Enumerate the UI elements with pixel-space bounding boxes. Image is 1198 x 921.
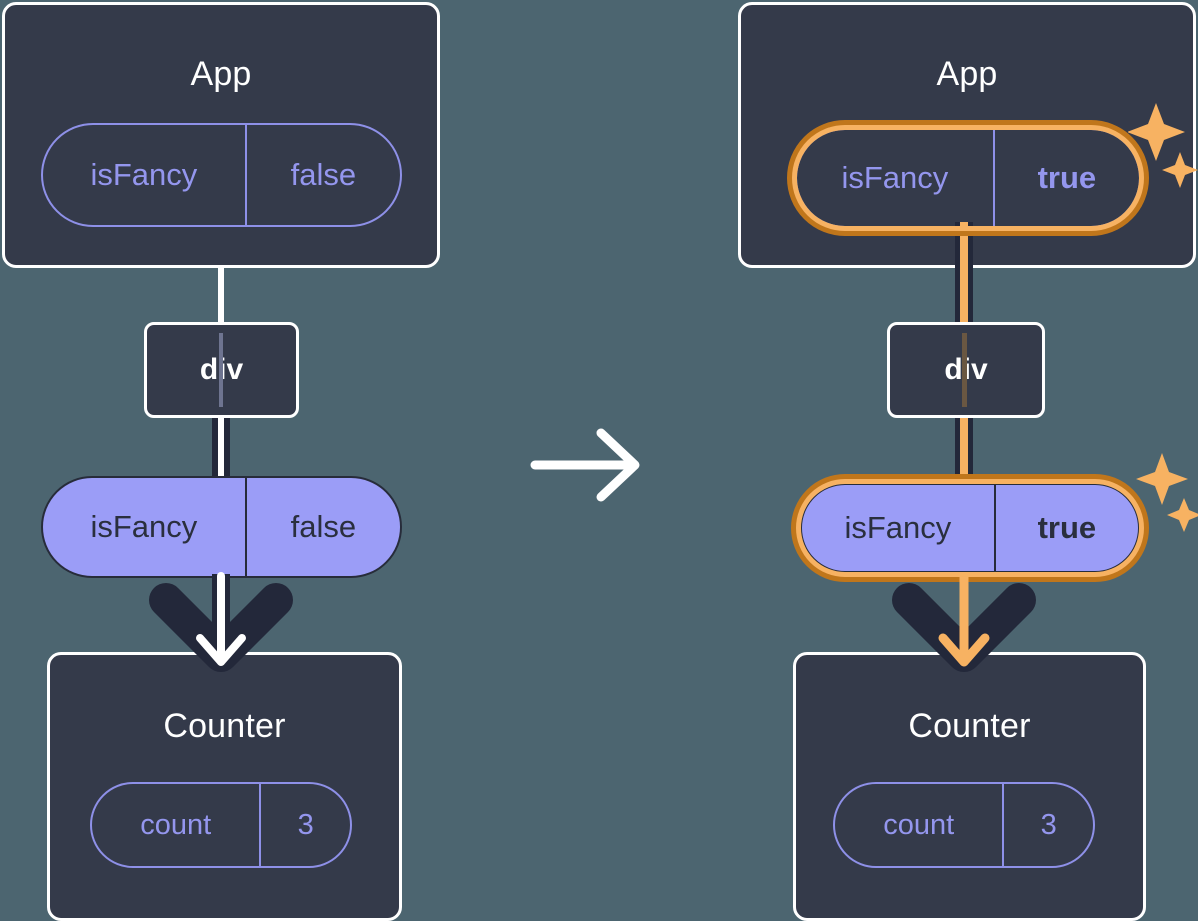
app-title-after: App	[936, 55, 998, 93]
app-state-name-after: isFancy	[797, 130, 995, 226]
counter-state-pill-before: count 3	[90, 782, 352, 868]
app-state-name-before: isFancy	[43, 125, 247, 225]
counter-title-before: Counter	[163, 707, 286, 745]
app-state-value-after: true	[1037, 160, 1097, 195]
prop-name-after: isFancy	[802, 485, 996, 571]
connector-inside-div-after	[962, 333, 967, 407]
prop-name-before: isFancy	[43, 478, 247, 576]
counter-title-after: Counter	[908, 707, 1031, 745]
connector-div-to-prop-amber-after	[960, 415, 968, 493]
connector-app-to-div-amber-after	[960, 222, 968, 332]
app-state-value-before: false	[290, 157, 357, 192]
transition-arrow-icon	[530, 428, 640, 502]
app-title-before: App	[190, 55, 252, 93]
counter-state-name-after: count	[835, 784, 1005, 866]
prop-pill-after: isFancy true	[800, 483, 1140, 573]
app-state-pill-before: isFancy false	[41, 123, 402, 227]
counter-state-value-before: 3	[297, 808, 314, 841]
connector-app-to-div-before	[218, 265, 224, 325]
sparkle-icon-prop-after	[1136, 453, 1198, 532]
counter-arrow-after	[938, 572, 990, 667]
connector-inside-div-before	[219, 333, 223, 407]
counter-arrow-before	[196, 572, 246, 666]
sparkle-icon-app-after	[1128, 103, 1198, 188]
counter-state-name-before: count	[92, 784, 262, 866]
counter-state-pill-after: count 3	[833, 782, 1095, 868]
prop-pill-before: isFancy false	[41, 476, 402, 578]
connector-div-to-prop-white-before	[218, 415, 224, 490]
prop-value-before: false	[290, 509, 357, 544]
app-state-pill-after: isFancy true	[795, 128, 1141, 228]
prop-value-after: true	[1037, 510, 1097, 545]
counter-state-value-after: 3	[1040, 808, 1057, 841]
